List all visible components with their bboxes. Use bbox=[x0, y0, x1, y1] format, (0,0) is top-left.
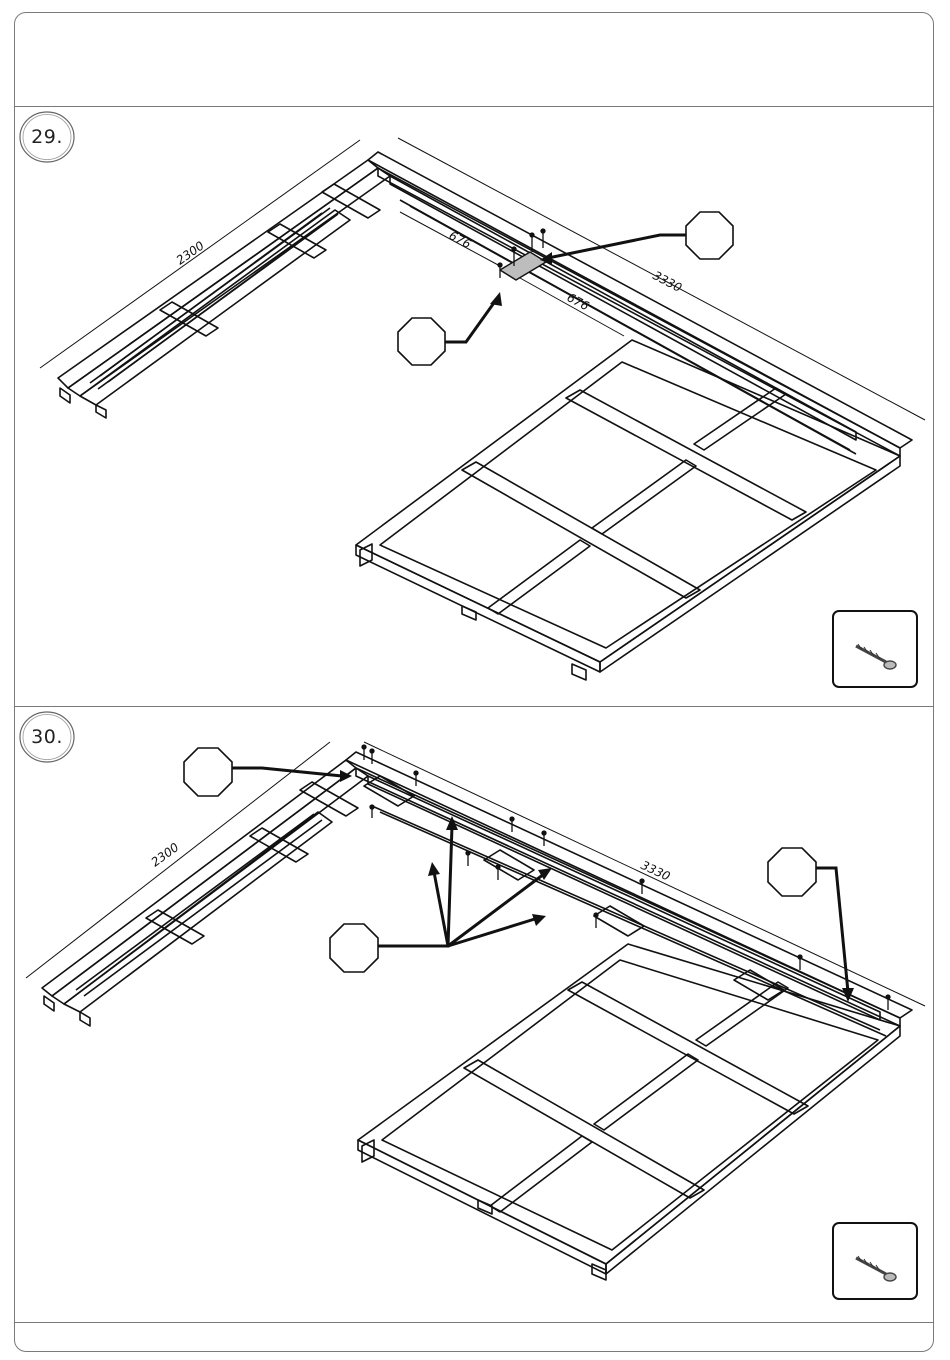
dim-left-length: 2300 bbox=[174, 238, 207, 267]
octagon-callout bbox=[184, 748, 232, 796]
octagon-callout bbox=[330, 924, 378, 972]
screw-icon bbox=[834, 612, 916, 686]
dim-spacing-a: 676 bbox=[447, 228, 474, 251]
step-29-diagram: 2300 3330 676 676 bbox=[0, 106, 950, 706]
left-frame-section bbox=[42, 760, 368, 1026]
right-floor-panel bbox=[358, 944, 900, 1280]
dim-right-length: 3330 bbox=[651, 268, 685, 295]
footer-divider bbox=[14, 1322, 934, 1323]
screw-icon bbox=[834, 1224, 916, 1298]
highlighted-bracket bbox=[500, 252, 546, 280]
octagon-callout bbox=[686, 212, 733, 259]
step-29-tool-box bbox=[832, 610, 918, 688]
top-long-rail bbox=[368, 152, 912, 456]
right-floor-panel bbox=[356, 340, 900, 680]
top-long-rail bbox=[346, 752, 912, 1036]
step-30-tool-box bbox=[832, 1222, 918, 1300]
octagon-callout bbox=[398, 318, 445, 365]
dimension-lines bbox=[40, 138, 925, 420]
left-frame-section bbox=[58, 160, 390, 418]
octagon-callout bbox=[768, 848, 816, 896]
dim-left-length: 2300 bbox=[149, 840, 182, 869]
step-30-diagram: 2300 3330 bbox=[0, 706, 950, 1322]
